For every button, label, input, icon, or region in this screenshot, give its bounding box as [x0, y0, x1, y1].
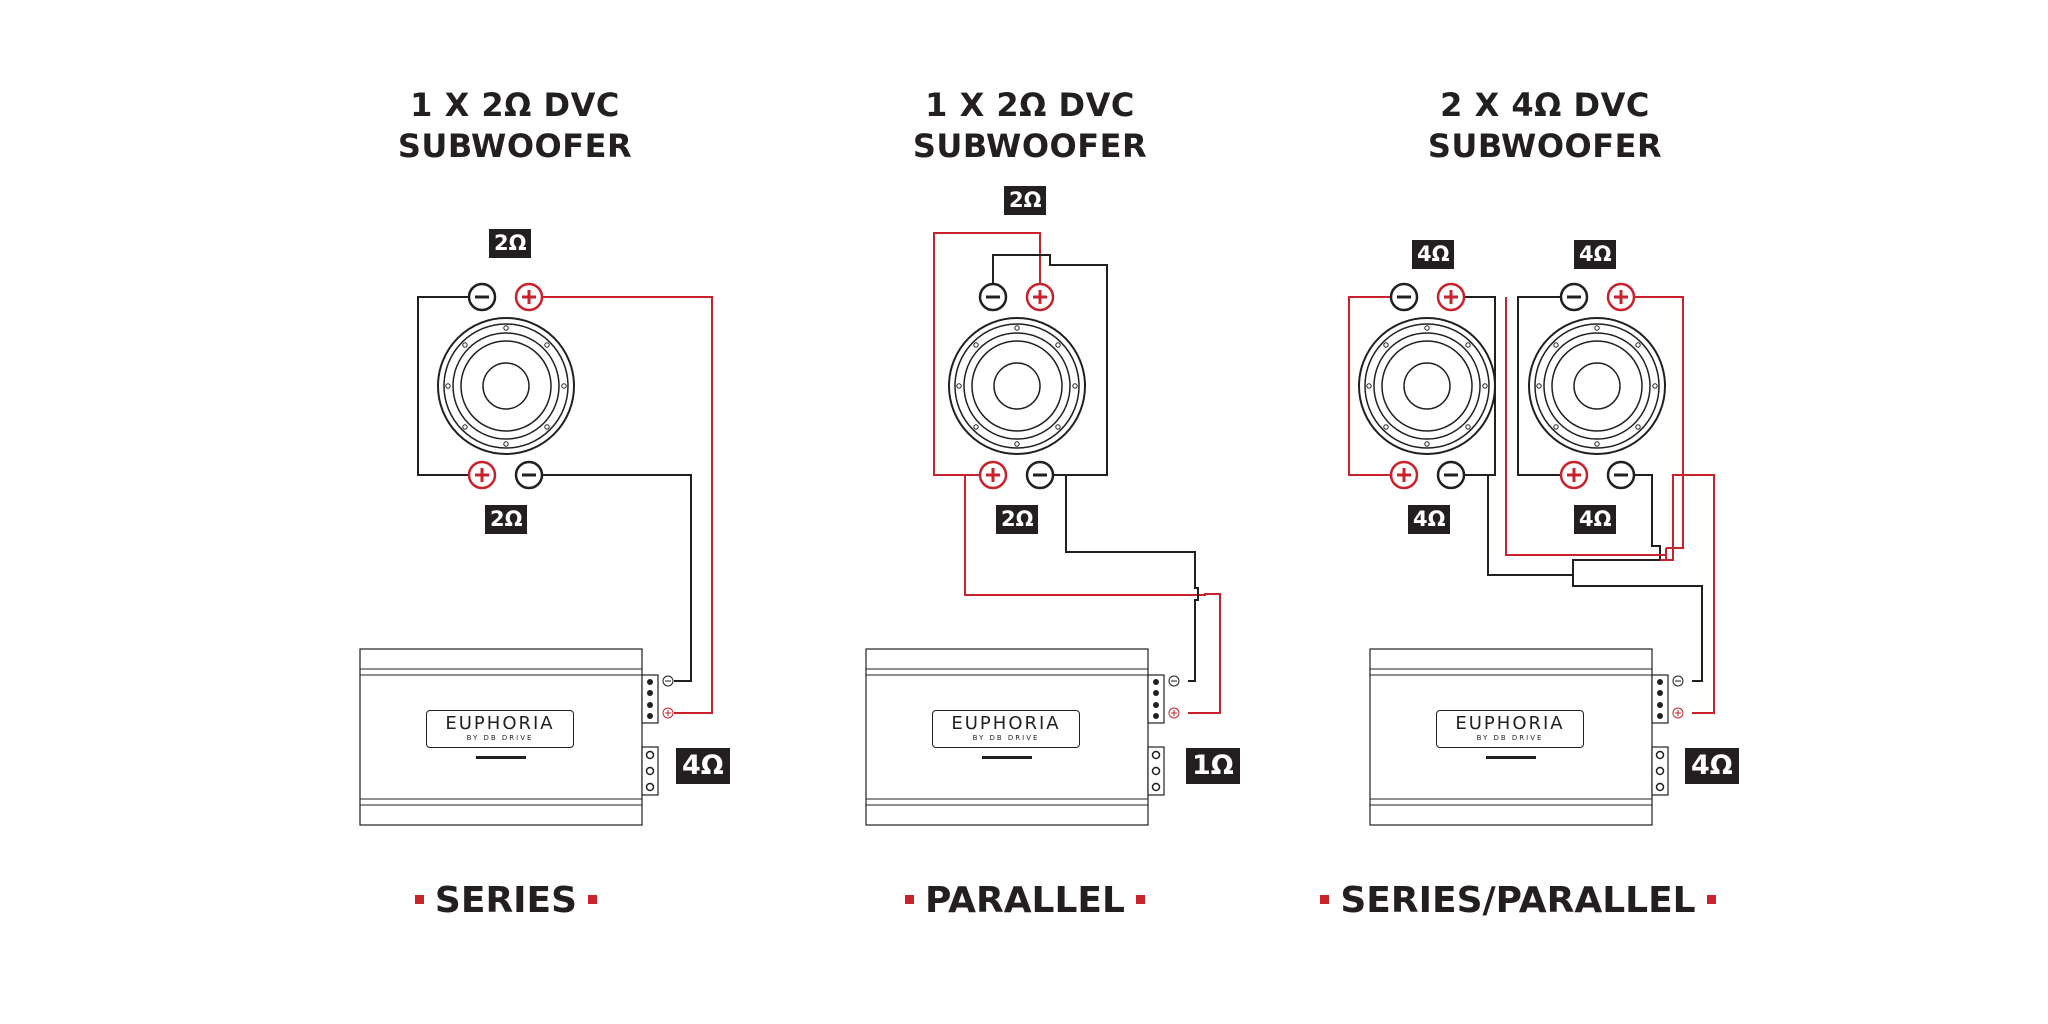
- panel-3-title-line2: SUBWOOFER: [1427, 127, 1663, 165]
- panel-2-footer: PARALLEL: [725, 880, 1325, 921]
- accent-square: [1135, 894, 1145, 904]
- panel-2-coil2-plus-terminal-icon: [978, 460, 1008, 490]
- panel-1-amp-brand: EUPHORIA: [445, 713, 555, 734]
- panel-3-amp-load-badge: 4Ω: [1685, 748, 1739, 784]
- panel-1-wires: [417, 296, 713, 714]
- panel-3-title: 2 X 4Ω DVC SUBWOOFER: [1345, 85, 1745, 167]
- panel-3-sub-a-top-badge: 4Ω: [1412, 240, 1455, 269]
- panel-3-sub-b-coil2-plus-terminal-icon: [1559, 460, 1589, 490]
- panel-2-title-line1: 1 X 2Ω DVC: [925, 86, 1135, 124]
- panel-2-subwoofer-icon: [948, 317, 1086, 455]
- panel-2-amp-load-badge: 1Ω: [1186, 748, 1240, 784]
- panel-1-amp-logo: EUPHORIA BY DB DRIVE: [426, 710, 574, 748]
- panel-3-sub-b-coil1-minus-terminal-icon: [1559, 282, 1589, 312]
- accent-square: [1320, 894, 1330, 904]
- panel-3-sub-a-coil2-minus-terminal-icon: [1436, 460, 1466, 490]
- panel-1-coil-top-badge: 2Ω: [489, 229, 532, 258]
- panel-3-sub-b-coil2-minus-terminal-icon: [1606, 460, 1636, 490]
- panel-2-amp-brand: EUPHORIA: [951, 713, 1061, 734]
- panel-1-coil1-plus-terminal-icon: [514, 282, 544, 312]
- accent-square: [414, 894, 424, 904]
- panel-1-coil1-minus-terminal-icon: [467, 282, 497, 312]
- panel-2-coil-top-badge: 2Ω: [1004, 186, 1047, 215]
- panel-3-sub-b-coil1-plus-terminal-icon: [1606, 282, 1636, 312]
- panel-3-amp-sub: BY DB DRIVE: [1476, 734, 1544, 742]
- accent-square: [588, 894, 598, 904]
- panel-2-footer-label: PARALLEL: [925, 880, 1125, 921]
- panel-3-sub-a-bottom-badge: 4Ω: [1408, 505, 1451, 534]
- panel-1-title: 1 X 2Ω DVC SUBWOOFER: [315, 85, 715, 167]
- panel-2-title: 1 X 2Ω DVC SUBWOOFER: [830, 85, 1230, 167]
- panel-2-coil1-plus-terminal-icon: [1025, 282, 1055, 312]
- panel-1-coil-bottom-badge: 2Ω: [485, 505, 528, 534]
- panel-3-sub-b-bottom-badge: 4Ω: [1574, 505, 1617, 534]
- panel-3-sub-a-coil1-plus-terminal-icon: [1436, 282, 1466, 312]
- panel-1-coil2-minus-terminal-icon: [514, 460, 544, 490]
- panel-3-sub-b-top-badge: 4Ω: [1574, 240, 1617, 269]
- panel-1-amp-load-badge: 4Ω: [676, 748, 730, 784]
- panel-2-amp-logo: EUPHORIA BY DB DRIVE: [932, 710, 1080, 748]
- panel-3-sub-a-coil1-minus-terminal-icon: [1389, 282, 1419, 312]
- accent-square: [1706, 894, 1716, 904]
- panel-3-subwoofer-a-icon: [1358, 317, 1496, 455]
- panel-3-amp-logo: EUPHORIA BY DB DRIVE: [1436, 710, 1584, 748]
- panel-1-coil2-plus-terminal-icon: [467, 460, 497, 490]
- panel-1-amp-sub: BY DB DRIVE: [466, 734, 534, 742]
- panel-2-coil-bottom-badge: 2Ω: [996, 505, 1039, 534]
- panel-2-title-line2: SUBWOOFER: [912, 127, 1148, 165]
- panel-3-footer-label: SERIES/PARALLEL: [1340, 880, 1696, 921]
- panel-3-sub-a-coil2-plus-terminal-icon: [1389, 460, 1419, 490]
- panel-3-amp-brand: EUPHORIA: [1455, 713, 1565, 734]
- panel-2-amp-sub: BY DB DRIVE: [972, 734, 1040, 742]
- panel-1-title-line1: 1 X 2Ω DVC: [410, 86, 620, 124]
- panel-3-title-line1: 2 X 4Ω DVC: [1440, 86, 1650, 124]
- panel-1-footer-label: SERIES: [434, 880, 578, 921]
- panel-1-title-line2: SUBWOOFER: [397, 127, 633, 165]
- panel-2-coil2-minus-terminal-icon: [1025, 460, 1055, 490]
- panel-2-wires: [933, 232, 1221, 714]
- accent-square: [905, 894, 915, 904]
- panel-2-coil1-minus-terminal-icon: [978, 282, 1008, 312]
- panel-1-footer: SERIES: [206, 880, 806, 921]
- panel-3-wires: [1348, 296, 1715, 714]
- panel-3-subwoofer-b-icon: [1528, 317, 1666, 455]
- panel-1-subwoofer-icon: [437, 317, 575, 455]
- panel-3-footer: SERIES/PARALLEL: [1218, 880, 1818, 921]
